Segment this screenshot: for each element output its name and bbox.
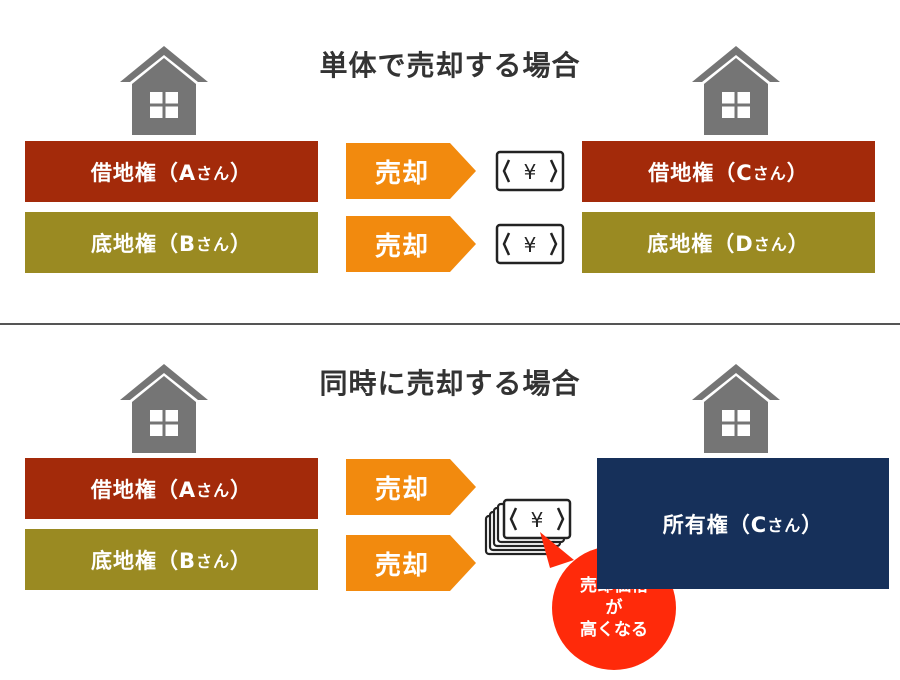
box-label-main: 借地権（C (648, 160, 753, 185)
house-icon (692, 364, 780, 453)
arrow-shape-icon (346, 459, 476, 515)
box-label-sub: さん (196, 480, 231, 500)
box-label-end: ） (786, 160, 809, 185)
sale-arrow: 売却 (346, 143, 476, 199)
box-label-sub: さん (767, 515, 802, 535)
sale-label: 売却 (374, 231, 429, 262)
section-divider (0, 323, 900, 325)
sale-label: 売却 (374, 550, 429, 581)
box-label-main: 底地権（B (90, 548, 196, 573)
arrow-shape-icon (346, 143, 476, 199)
yen-banknote-stack-icon: ¥ (484, 498, 572, 556)
house-icon (120, 364, 208, 453)
sale-arrow: 売却 (346, 216, 476, 272)
box-label-end: ） (801, 512, 824, 537)
box-label-main: 所有権（C (662, 512, 768, 537)
box-label-end: ） (230, 160, 253, 185)
sale-label: 売却 (374, 158, 429, 189)
box-label-sub: さん (196, 551, 231, 571)
house-icon (692, 46, 780, 135)
bubble-line: 高くなる (580, 620, 648, 640)
box-label-sub: さん (196, 234, 231, 254)
box-label-end: ） (230, 548, 253, 573)
sale-label: 売却 (374, 474, 429, 505)
box-label-end: ） (230, 477, 253, 502)
sale-arrow: 売却 (346, 459, 476, 515)
box-label-sub: さん (752, 163, 787, 183)
arrow-shape-icon (346, 216, 476, 272)
yen-sign: ¥ (531, 508, 544, 532)
arrow-shape-icon (346, 535, 476, 591)
box-label-end: ） (787, 231, 810, 256)
box-label-main: 底地権（B (90, 231, 196, 256)
box-label-main: 借地権（A (90, 160, 197, 185)
yen-sign: ¥ (524, 160, 537, 184)
sale-arrow: 売却 (346, 535, 476, 591)
yen-banknote-icon: ¥ (495, 223, 565, 265)
box-label-main: 借地権（A (90, 477, 197, 502)
house-icon (120, 46, 208, 135)
section-title-simultaneous: 同時に売却する場合 (319, 367, 581, 400)
box-label-sub: さん (753, 234, 788, 254)
box-label-main: 底地権（D (647, 231, 754, 256)
box-label-sub: さん (196, 163, 231, 183)
bubble-line: が (605, 598, 623, 618)
section-title-single: 単体で売却する場合 (319, 49, 581, 82)
box-label-end: ） (230, 231, 253, 256)
yen-sign: ¥ (524, 233, 537, 257)
yen-banknote-icon: ¥ (495, 150, 565, 192)
bubble-pointer-icon (540, 532, 574, 568)
